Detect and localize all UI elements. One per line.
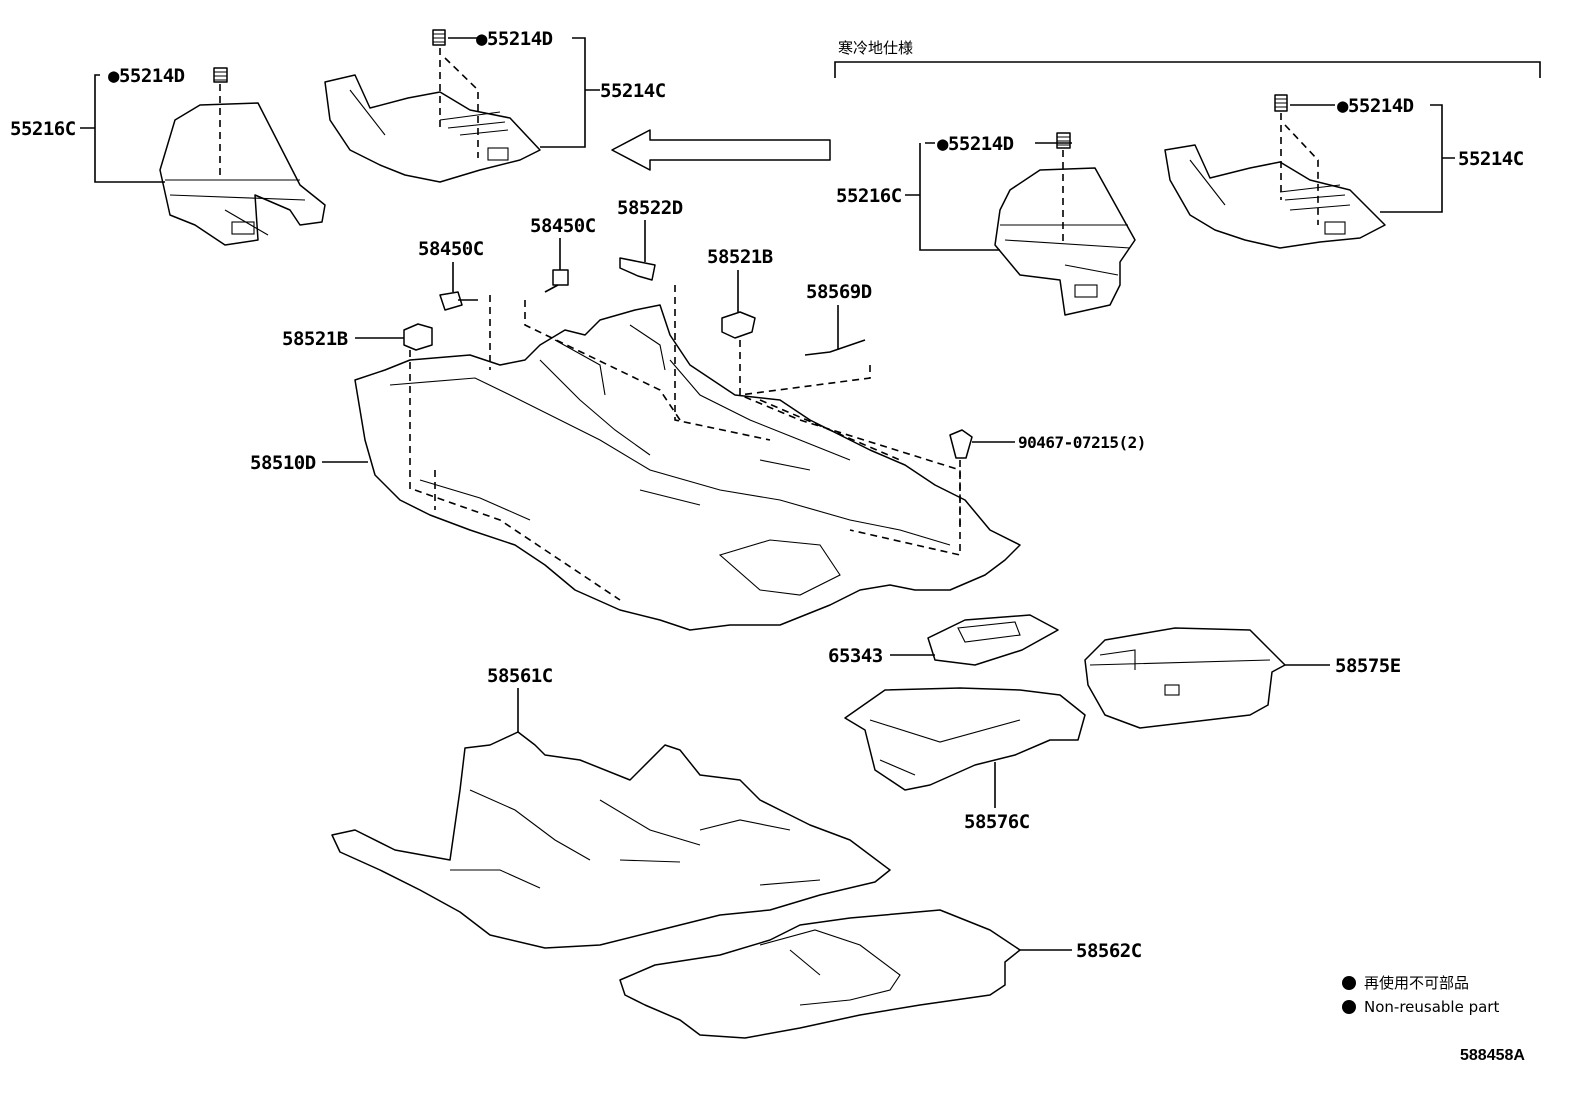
label-55214C-right: 55214C bbox=[1458, 148, 1524, 170]
insulator-55214C-right bbox=[1164, 144, 1386, 249]
box-58576C bbox=[844, 687, 1086, 791]
direction-arrow bbox=[611, 129, 831, 171]
label-58562C: 58562C bbox=[1076, 940, 1142, 962]
leader-lines bbox=[80, 37, 1455, 951]
floor-silencer-58510D bbox=[354, 304, 1021, 631]
label-55216C-right: 55216C bbox=[836, 185, 902, 207]
clip-55214D-right-a bbox=[1056, 132, 1071, 245]
label-58510D: 58510D bbox=[250, 452, 316, 474]
label-58450C-b: 58450C bbox=[530, 215, 596, 237]
clamp-58521B-a bbox=[403, 323, 433, 351]
label-55214C-main: 55214C bbox=[600, 80, 666, 102]
label-55214D-right-a: ●55214D bbox=[937, 133, 1014, 155]
clip-55214D-top bbox=[432, 29, 479, 158]
insulator-55214C-main bbox=[324, 74, 541, 183]
cold-spec-bracket: 寒冷地仕様 bbox=[834, 39, 1541, 78]
label-58521B-left: 58521B bbox=[282, 328, 348, 350]
label-65343: 65343 bbox=[828, 645, 883, 667]
label-58575E: 58575E bbox=[1335, 655, 1401, 677]
label-90467: 90467-07215(2) bbox=[1018, 433, 1146, 452]
clip-55214D-left bbox=[213, 67, 228, 178]
legend-en: Non-reusable part bbox=[1364, 998, 1499, 1016]
label-58522D: 58522D bbox=[617, 197, 683, 219]
label-55214D-top: ●55214D bbox=[476, 28, 553, 50]
floor-carpet-58562C bbox=[619, 909, 1021, 1039]
bracket-58522D bbox=[619, 257, 656, 281]
legend-bullet-icon bbox=[1342, 1000, 1356, 1014]
tray-65343 bbox=[927, 614, 1059, 666]
clip-58450C-a bbox=[439, 291, 478, 311]
box-58575E bbox=[1084, 627, 1286, 729]
floor-carpet-58561C bbox=[331, 731, 891, 949]
label-58576C: 58576C bbox=[964, 811, 1030, 833]
fastener-dashes bbox=[409, 285, 961, 601]
diagram-id: 588458A bbox=[1460, 1047, 1525, 1064]
insulator-55216C-right bbox=[994, 167, 1136, 316]
label-55214D-right-b: ●55214D bbox=[1337, 95, 1414, 117]
label-58569D: 58569D bbox=[806, 281, 872, 303]
wire-58569D bbox=[804, 339, 866, 356]
clamp-58521B-b bbox=[721, 311, 756, 339]
label-55214D-left: ●55214D bbox=[108, 65, 185, 87]
legend-bullet-icon bbox=[1342, 976, 1356, 990]
insulator-55216C-left bbox=[159, 102, 326, 246]
clip-58450C-b bbox=[544, 269, 569, 293]
label-58561C: 58561C bbox=[487, 665, 553, 687]
clip-90467 bbox=[949, 429, 973, 459]
label-58450C-a: 58450C bbox=[418, 238, 484, 260]
clip-55214D-right-b bbox=[1274, 94, 1319, 225]
cold-spec-label: 寒冷地仕様 bbox=[838, 39, 913, 57]
label-55216C-left: 55216C bbox=[10, 118, 76, 140]
legend-jp: 再使用不可部品 bbox=[1364, 974, 1469, 992]
legend: 再使用不可部品 Non-reusable part bbox=[1342, 974, 1499, 1016]
label-58521B-right: 58521B bbox=[707, 246, 773, 268]
